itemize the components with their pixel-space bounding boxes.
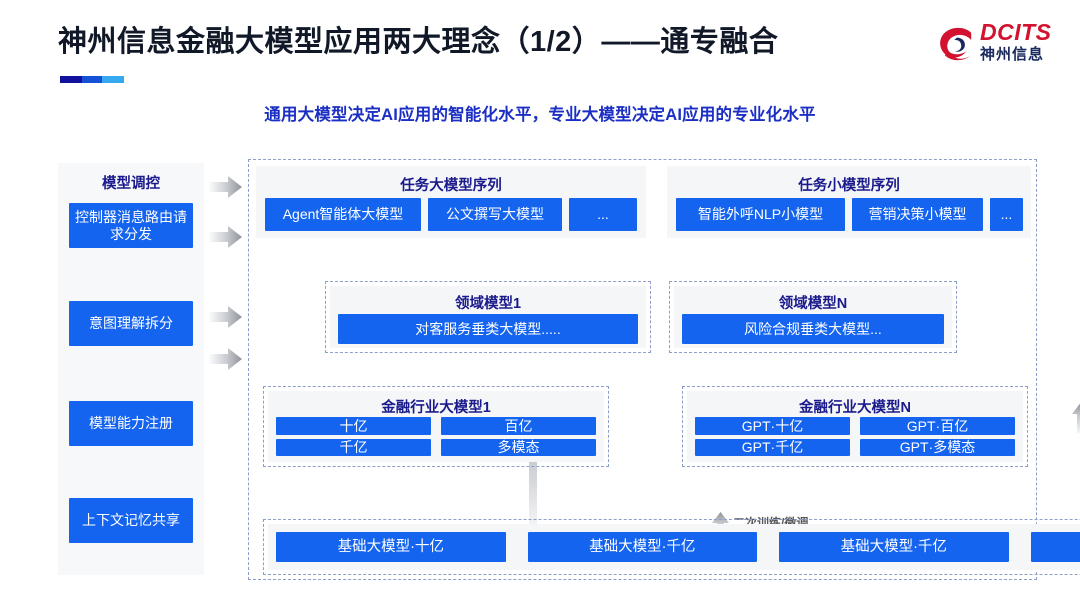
title-underline-rule [60,76,124,83]
logo-text-en: DCITS [980,19,1052,45]
industry-model-1-title: 金融行业大模型1 [381,400,491,416]
task-large-model-panel: 任务大模型序列 Agent智能体大模型 公文撰写大模型 ... [256,166,646,238]
task-large-model-box-2[interactable]: 公文撰写大模型 [428,198,562,231]
task-large-model-box-more[interactable]: ... [569,198,637,231]
logo-text-cn: 神州信息 [980,46,1045,63]
task-small-model-title: 任务小模型序列 [798,178,900,194]
task-large-model-box-1[interactable]: Agent智能体大模型 [265,198,421,231]
model-architecture-container: 任务大模型序列 Agent智能体大模型 公文撰写大模型 ... 任务小模型序列 … [248,159,1080,580]
domain-model-1-title: 领域模型1 [454,296,522,312]
model-control-title: 模型调控 [102,176,160,192]
task-small-model-box-1[interactable]: 智能外呼NLP小模型 [676,198,845,231]
industry-model-n-title: 金融行业大模型N [799,400,911,416]
dcits-swirl-icon [940,27,972,61]
domain-model-1-box[interactable]: 对客服务垂类大模型..... [338,314,638,344]
domain-model-n-box[interactable]: 风险合规垂类大模型... [682,314,944,344]
base-model-panel: 基础大模型·十亿 基础大模型·千亿 基础大模型·千亿 基础大模型·多模态 [263,519,1080,575]
control-item-intent[interactable]: 意图理解拆分 [69,301,193,346]
industry-model-n-box-2[interactable]: GPT·百亿 [860,417,1015,435]
dcits-logo: DCITS 神州信息 [936,18,1066,76]
domain-model-row: 领域模型1 对客服务垂类大模型..... 领域模型N 风险合规垂类大模型... [325,281,957,353]
domain-model-n-title: 领域模型N [778,296,848,312]
control-item-context-memory[interactable]: 上下文记忆共享 [69,498,193,543]
control-item-router[interactable]: 控制器消息路由请求分发 [69,203,193,248]
industry-model-1-box-2[interactable]: 百亿 [441,417,596,435]
industry-model-n-box-1[interactable]: GPT·十亿 [695,417,850,435]
task-large-model-title: 任务大模型序列 [400,178,502,194]
industry-model-1-box-3[interactable]: 千亿 [276,438,431,456]
task-small-model-box-2[interactable]: 营销决策小模型 [852,198,983,231]
base-model-box-1[interactable]: 基础大模型·十亿 [276,532,506,562]
industry-model-1-panel: 金融行业大模型1 十亿 百亿 千亿 多模态 [263,386,609,467]
page-title: 神州信息金融大模型应用两大理念（1/2）——通专融合 [58,26,779,58]
model-control-panel: 模型调控 控制器消息路由请求分发 意图理解拆分 模型能力注册 上下文记忆共享 [58,163,204,575]
arrow-up-icon [1072,403,1080,433]
task-small-model-box-more[interactable]: ... [990,198,1023,231]
control-item-capability-registry[interactable]: 模型能力注册 [69,401,193,446]
industry-model-1-box-4[interactable]: 多模态 [441,438,596,456]
task-small-model-panel: 任务小模型序列 智能外呼NLP小模型 营销决策小模型 ... [667,166,1031,238]
base-model-box-4[interactable]: 基础大模型·多模态 [1030,532,1080,562]
arrow-right-icon [208,348,242,370]
industry-model-n-box-3[interactable]: GPT·千亿 [695,438,850,456]
page-subtitle: 通用大模型决定AI应用的智能化水平，专业大模型决定AI应用的专业化水平 [264,106,816,124]
industry-model-n-panel: 金融行业大模型N GPT·十亿 GPT·百亿 GPT·千亿 GPT·多模态 [682,386,1028,467]
base-model-box-3[interactable]: 基础大模型·千亿 [779,532,1009,562]
industry-model-n-box-4[interactable]: GPT·多模态 [860,438,1015,456]
base-model-box-2[interactable]: 基础大模型·千亿 [527,532,757,562]
arrow-up-icon [522,407,544,528]
arrow-right-icon [208,226,242,248]
arrow-right-icon [208,176,242,198]
domain-model-n-panel: 领域模型N 风险合规垂类大模型... [669,281,957,353]
domain-model-1-panel: 领域模型1 对客服务垂类大模型..... [325,281,651,353]
industry-model-1-box-1[interactable]: 十亿 [276,417,431,435]
arrow-right-icon [208,306,242,328]
